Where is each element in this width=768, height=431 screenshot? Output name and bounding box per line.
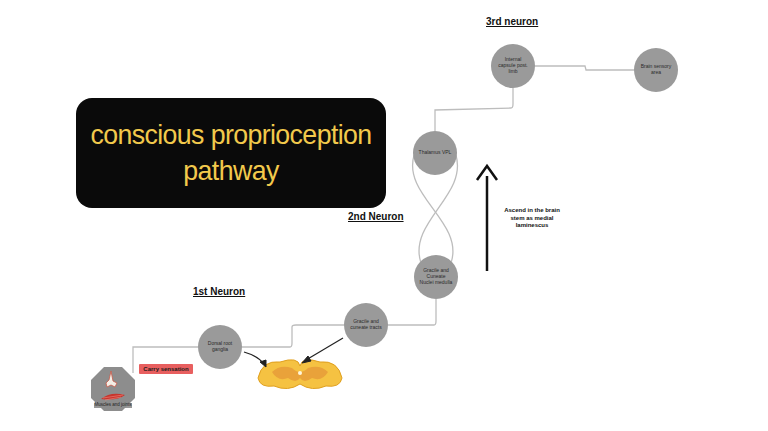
node-text: Brain sensory area xyxy=(639,64,673,76)
title-banner: conscious proprioception pathway xyxy=(76,98,386,208)
pathway-circle: Brain sensory area xyxy=(634,48,678,92)
title-text: conscious proprioception pathway xyxy=(76,117,386,189)
pointer-arrows xyxy=(244,338,343,367)
node-text: Gracile and cuneate tracts xyxy=(349,319,383,331)
bone-sketch xyxy=(106,371,117,387)
neuron-heading: 1st Neuron xyxy=(193,286,245,297)
node-text: Muscles and joints xyxy=(94,403,131,408)
octagon-shape xyxy=(91,367,135,411)
muscle-joint-icon: Muscles and joints xyxy=(91,367,135,411)
pathway-connector xyxy=(242,325,344,347)
neuron-heading: 2nd Neuron xyxy=(348,211,404,222)
pathway-circle: Dorsal root ganglia xyxy=(198,325,242,369)
pathway-circle: Gracile and cuneate tracts xyxy=(344,303,388,347)
annotation-note: Ascend in the brain stem as medial lamin… xyxy=(497,207,567,230)
connector-line xyxy=(133,347,198,373)
pathway-circle: Gracile and Cuneate Nuclei medulla xyxy=(414,255,458,299)
node-text: Thalamus VPL xyxy=(419,150,452,156)
pathway-connector xyxy=(535,66,634,70)
pathway-connector xyxy=(388,299,436,325)
spinal-cord-illustration xyxy=(258,360,342,389)
connector-line xyxy=(435,88,513,131)
ascend-arrow xyxy=(477,166,497,271)
muscle-fibres xyxy=(103,395,123,400)
pathway-connector xyxy=(133,347,198,373)
node-text: Gracile and Cuneate Nuclei medulla xyxy=(419,268,453,285)
connector-line xyxy=(242,325,344,347)
node-text: Carry sensation xyxy=(143,366,188,372)
callout-tag: Carry sensation xyxy=(139,364,192,374)
connector-line xyxy=(388,299,436,325)
connector-line xyxy=(535,66,634,70)
node-text: Dorsal root ganglia xyxy=(203,341,237,353)
pathway-connector xyxy=(435,88,513,131)
neuron-heading: 3rd neuron xyxy=(486,16,538,27)
pathway-circle: Thalamus VPL xyxy=(413,131,457,175)
pathway-circle: Internal capsule post. limb xyxy=(491,44,535,88)
node-text: Internal capsule post. limb xyxy=(496,57,530,74)
muscle-sketch xyxy=(101,394,125,400)
